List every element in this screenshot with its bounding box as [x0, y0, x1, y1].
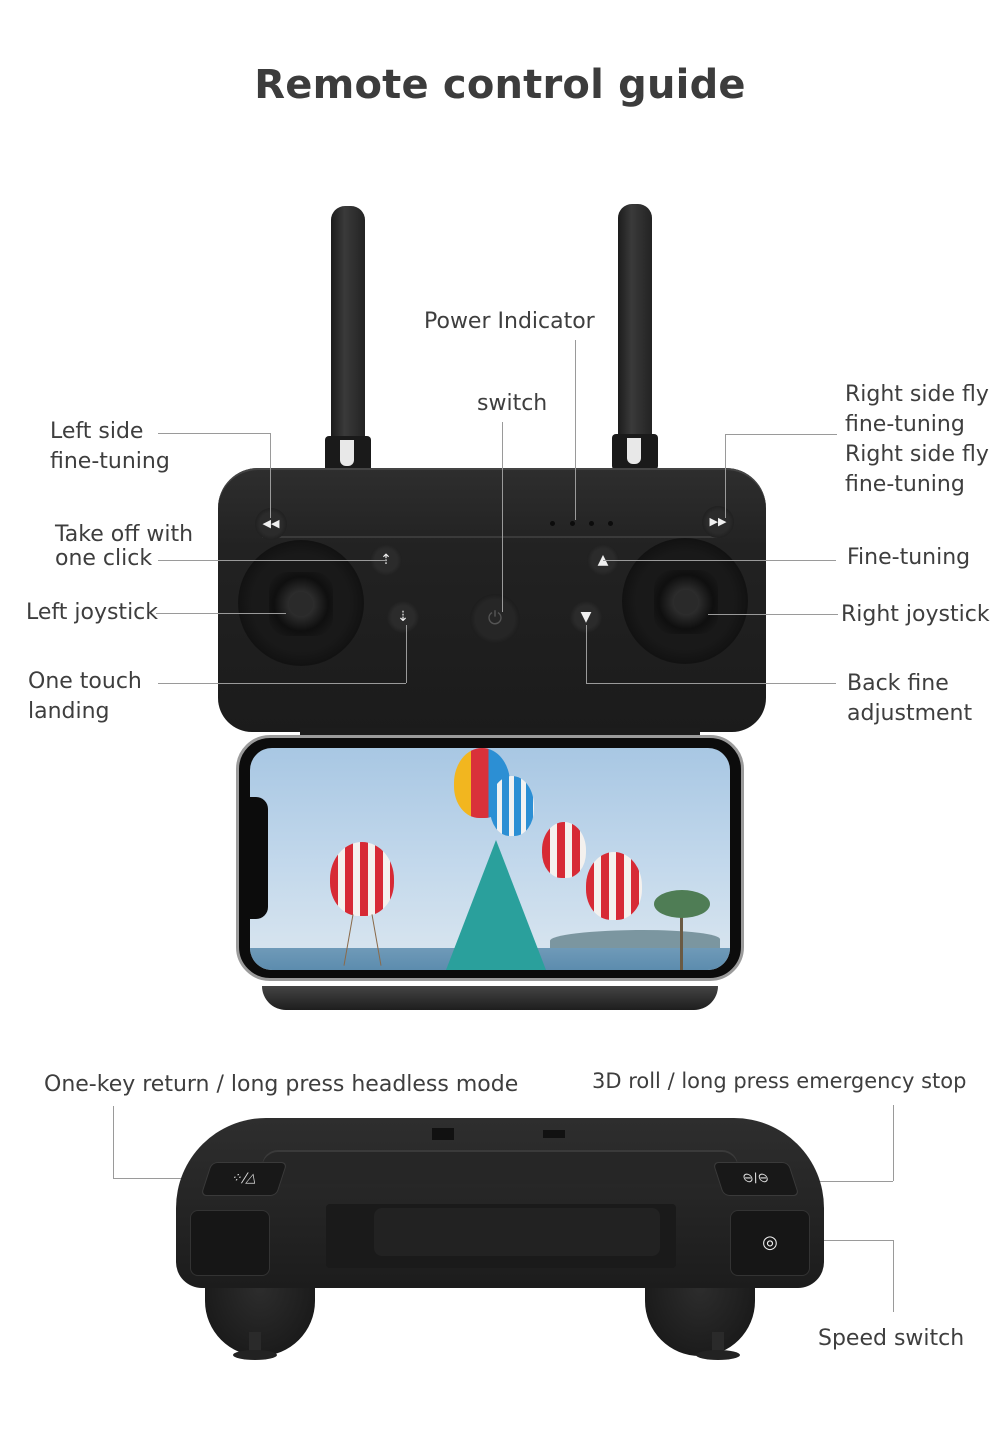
return-headless-button[interactable]: ⁘/△ [200, 1162, 288, 1196]
page-title: Remote control guide [254, 62, 746, 108]
leader-line [270, 433, 271, 518]
balloon [330, 842, 394, 916]
leader-line [782, 1240, 893, 1241]
label-one-touch-landing: One touch landing [28, 669, 142, 724]
label-switch: switch [477, 391, 548, 416]
phone-clip-arm [374, 1208, 660, 1256]
right-antenna-hinge [612, 434, 658, 470]
leader-line [893, 1240, 894, 1312]
power-indicator-dot [589, 521, 594, 526]
left-antenna-hinge [325, 436, 371, 472]
label-right-joystick: Right joystick [841, 602, 990, 627]
roll-stop-icon: ⊖/⊖ [740, 1171, 772, 1186]
distant-hill [550, 930, 720, 950]
left-trim-button[interactable]: ◀◀ [255, 508, 287, 540]
phone-holder-clamp [300, 728, 700, 738]
landing-icon: ⇣ [397, 609, 409, 625]
right-antenna [618, 204, 652, 444]
leader-line [502, 422, 503, 612]
label-power-indicator: Power Indicator [424, 309, 595, 334]
left-stick-stem [249, 1332, 261, 1354]
label-left-joystick: Left joystick [26, 600, 159, 625]
power-indicator-dot [550, 521, 555, 526]
top-panel [262, 498, 718, 538]
union-jack-tent [446, 840, 546, 970]
antenna-mount [543, 1130, 565, 1138]
leader-line [406, 625, 407, 683]
label-speed-switch: Speed switch [818, 1326, 965, 1351]
left-trigger[interactable] [190, 1210, 270, 1276]
right-trim-button[interactable]: ▶▶ [702, 506, 734, 538]
leader-line [725, 434, 726, 518]
fast-forward-icon: ▶▶ [709, 515, 727, 528]
top-bumper [262, 1150, 738, 1184]
leader-line [158, 433, 270, 434]
speed-gauge-icon: ◎ [762, 1232, 778, 1253]
roll-emergency-stop-button[interactable]: ⊖/⊖ [712, 1162, 800, 1196]
leader-line [586, 625, 587, 683]
label-left-side-fine-tuning: Left side fine-tuning [50, 419, 170, 474]
label-3d-roll: 3D roll / long press emergency stop [592, 1069, 967, 1093]
landing-button[interactable]: ⇣ [387, 601, 419, 633]
leader-line [156, 613, 286, 614]
leader-line [158, 560, 386, 561]
label-one-key-return: One-key return / long press headless mod… [44, 1072, 519, 1097]
leader-line [586, 683, 836, 684]
leader-line [158, 683, 406, 684]
palm-tree [680, 908, 683, 970]
rewind-icon: ◀◀ [262, 517, 280, 530]
phone-notch [250, 797, 268, 919]
leader-line [893, 1105, 894, 1181]
left-joystick[interactable] [269, 572, 333, 636]
left-stick-knob [233, 1350, 277, 1360]
power-indicator-dot [608, 521, 613, 526]
balloon [542, 822, 586, 878]
balloon [490, 776, 534, 836]
right-stick-stem [712, 1332, 724, 1354]
power-indicator-dot [570, 521, 575, 526]
palm-leaves [654, 890, 710, 918]
leader-line [775, 1181, 893, 1182]
antenna-mount [432, 1128, 454, 1140]
arrow-down-icon: ▼ [580, 609, 592, 625]
leader-line [603, 560, 836, 561]
speed-switch-button[interactable]: ◎ [730, 1210, 810, 1276]
leader-line [113, 1178, 229, 1179]
leader-line [725, 434, 837, 435]
label-take-off: Take off with one click [55, 522, 194, 571]
power-switch-button[interactable]: ⏻ [470, 594, 520, 644]
return-headless-icon: ⁘/△ [229, 1171, 260, 1186]
label-right-side-fly-fine-tuning: Right side fly fine-tuning Right side fl… [845, 382, 989, 497]
label-fine-tuning: Fine-tuning [847, 545, 971, 570]
leader-line [575, 340, 576, 520]
phone-screen [250, 748, 730, 970]
right-stick-knob [696, 1350, 740, 1360]
leader-line [708, 614, 838, 615]
power-icon: ⏻ [487, 608, 503, 629]
phone-holder-base [262, 986, 718, 1010]
right-joystick[interactable] [654, 570, 718, 634]
label-back-fine-adjustment: Back fine adjustment [847, 671, 973, 726]
balloon [586, 852, 642, 920]
left-antenna [331, 206, 365, 446]
leader-line [113, 1106, 114, 1178]
